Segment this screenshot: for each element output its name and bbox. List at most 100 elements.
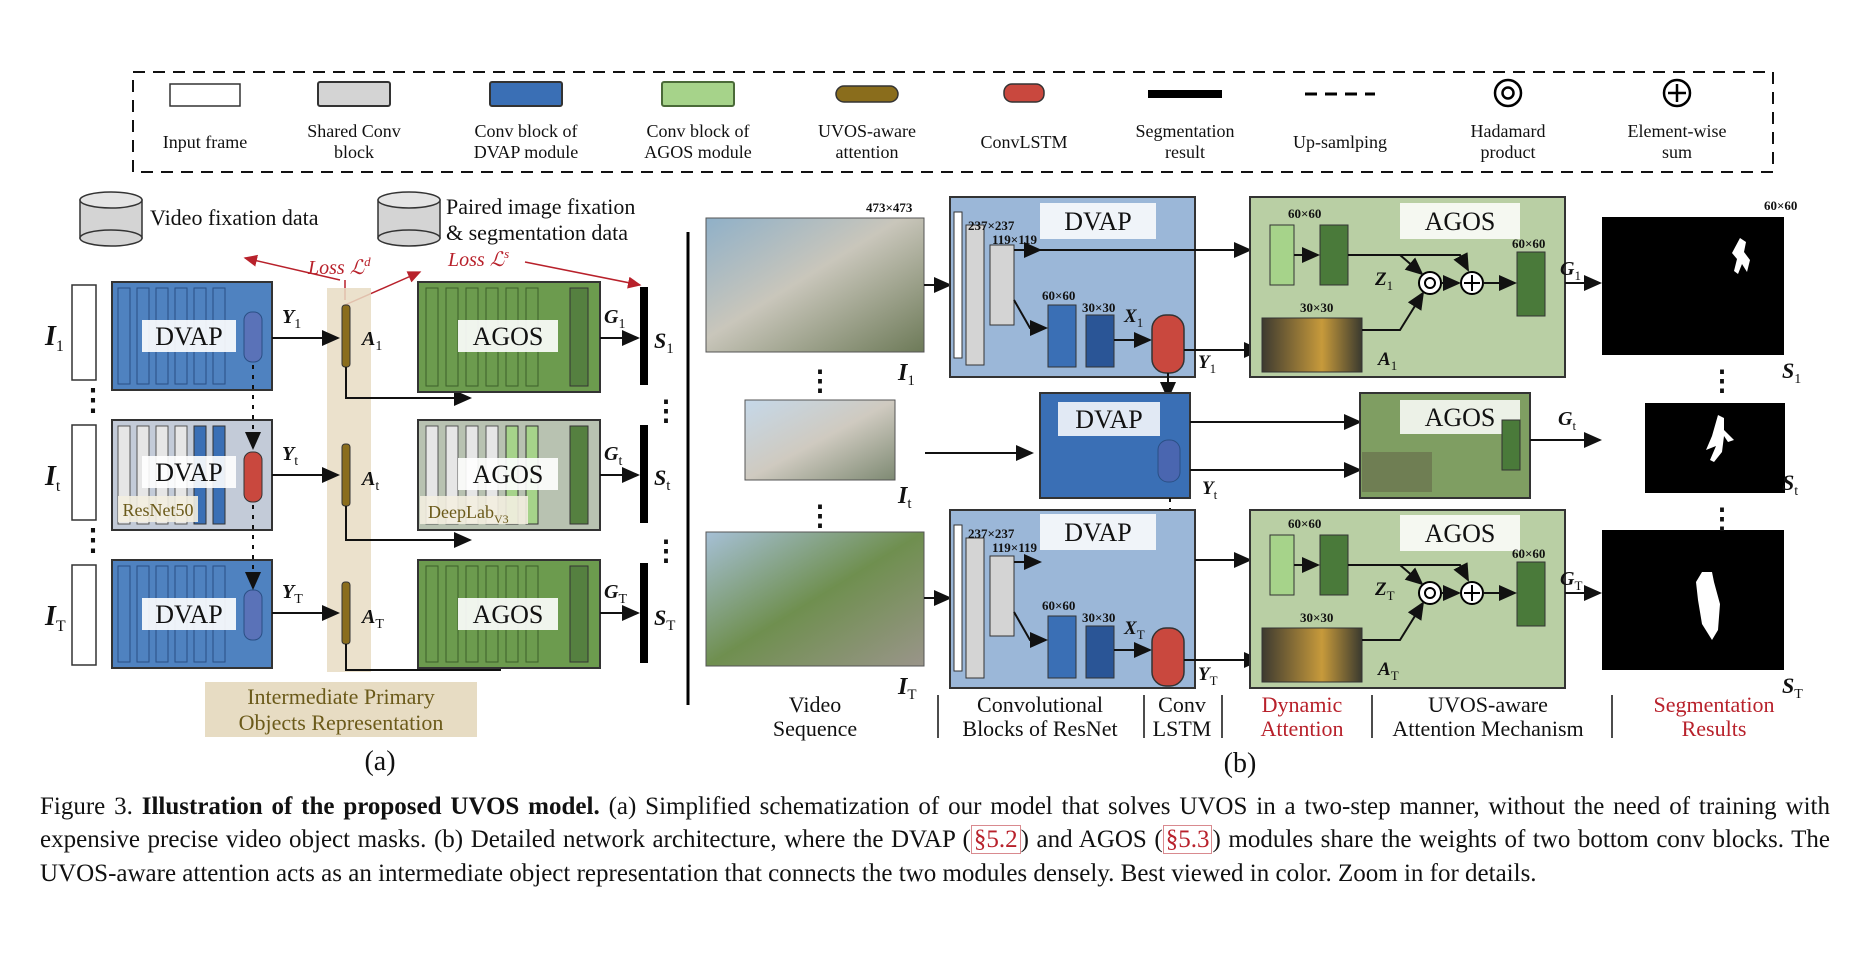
- legend-label-seg: Segmentation: [1136, 121, 1235, 141]
- seg-mask-t: [1706, 415, 1734, 462]
- dvap-block-1: DVAP: [111, 281, 273, 391]
- loss-s-label: Loss ℒs: [447, 246, 509, 271]
- dvap-block-t: DVAP ResNet50: [111, 419, 273, 531]
- label-conv2: Conv: [1158, 692, 1206, 717]
- seg-size-label: 60×60: [1764, 198, 1797, 213]
- section-ref-link[interactable]: §5.3: [1162, 825, 1213, 855]
- agos-block-t: AGOS DeepLabV3: [417, 419, 601, 531]
- video-fixation-label: Video fixation data: [150, 205, 319, 230]
- gtb-label: Gt: [1558, 408, 1576, 433]
- caption-text-3: ) modules share the weights of two botto…: [40, 826, 1831, 887]
- at-to-agos: [345, 506, 472, 548]
- label-blocks: Blocks of ResNet: [962, 716, 1117, 741]
- panel-a-label: (a): [364, 746, 395, 777]
- size-60: 60×60: [1288, 206, 1321, 221]
- panel-a: Video fixation data Paired image fixatio…: [44, 191, 680, 777]
- y1-label: Y1: [282, 306, 301, 332]
- agos-mid-title: AGOS: [1425, 403, 1496, 432]
- stb-label: St: [1782, 470, 1798, 499]
- seg-output-T: [1602, 530, 1784, 670]
- panel-b-label: (b): [1224, 748, 1257, 779]
- legend-label-shared: Shared Conv: [307, 121, 401, 141]
- agos-title-1: AGOS: [473, 322, 544, 351]
- attention-at: [341, 443, 351, 507]
- dvap-title-T: DVAP: [155, 600, 222, 629]
- dvap-top-title: DVAP: [1064, 207, 1131, 236]
- ytb-label: Yt: [1202, 478, 1218, 502]
- attention-map-bottom: [1261, 627, 1363, 683]
- seg-result-1: [640, 287, 648, 385]
- label-mechanism: Attention Mechanism: [1392, 716, 1583, 741]
- resnet-label: ResNet50: [123, 500, 194, 520]
- size-237: 237×237: [968, 218, 1015, 233]
- b-input-label-1: I1: [897, 360, 915, 389]
- agos-title-t: AGOS: [473, 460, 544, 489]
- legend-label-hadamard: Hadamard: [1471, 121, 1546, 141]
- legend-swatch-seg: [1148, 90, 1222, 98]
- legend-swatch-convlstm: [1003, 83, 1045, 103]
- database-icon: [79, 191, 143, 247]
- agos-block-T: AGOS: [417, 559, 601, 669]
- size-237: 237×237: [968, 526, 1015, 541]
- figure-caption: Figure 3. Illustration of the proposed U…: [40, 790, 1830, 890]
- legend-label-sum: Element-wise: [1628, 121, 1727, 141]
- sTb-label: ST: [1782, 673, 1803, 702]
- size-60: 60×60: [1288, 516, 1321, 531]
- legend-swatch-agos: [661, 81, 735, 107]
- caption-text-1: (a) Simplified schematization of our mod…: [40, 793, 1830, 854]
- agos-top-title: AGOS: [1425, 207, 1496, 236]
- ellipsis-dots: ⋮: [806, 366, 834, 397]
- legend-frame: [132, 71, 1774, 173]
- size-30: 30×30: [1300, 300, 1333, 315]
- legend-label-dvap-2: DVAP module: [474, 142, 579, 162]
- agos-module-bottom: AGOS 60×60 30×30 AT ZT 60×60: [1249, 509, 1566, 689]
- ellipsis-dots: ⋮: [652, 536, 680, 567]
- size-30: 30×30: [1300, 610, 1333, 625]
- hadamard-icon: [1418, 581, 1442, 605]
- legend-label-seg-2: result: [1165, 142, 1205, 162]
- g1b-label: G1: [1560, 258, 1581, 283]
- attention-a1: [341, 304, 351, 368]
- size-30: 30×30: [1082, 610, 1115, 625]
- intermediate-label-2: Objects Representation: [239, 710, 444, 735]
- loss-d-arrow-left: [243, 254, 341, 281]
- paired-fixation-label: Paired image fixation: [446, 194, 635, 219]
- section-ref-link[interactable]: §5.2: [970, 825, 1021, 855]
- hadamard-icon: [1493, 78, 1523, 108]
- label-sequence: Sequence: [773, 716, 857, 741]
- gt-label: Gt: [604, 443, 622, 469]
- ellipsis-dots: ⋮: [806, 501, 834, 532]
- legend-label-agos: Conv block of: [647, 121, 750, 141]
- agos-module-mid: AGOS: [1359, 392, 1531, 499]
- yT-label: YT: [282, 581, 303, 607]
- s1-label: S1: [654, 328, 674, 357]
- label-segmentation: Segmentation: [1654, 692, 1775, 717]
- sT-label: ST: [654, 605, 675, 634]
- convlstm-bottom: [1151, 627, 1185, 687]
- size-119: 119×119: [992, 540, 1037, 555]
- convlstm-top: [1151, 314, 1185, 374]
- legend-label-attention-2: attention: [836, 142, 899, 162]
- ellipsis-dots: ⋮: [78, 524, 108, 557]
- database-icon: [377, 191, 441, 247]
- input-photo-T: [705, 531, 925, 667]
- paired-segmentation-label: & segmentation data: [446, 220, 628, 245]
- ellipsis-dots: ⋮: [652, 396, 680, 427]
- legend-label-sum-2: sum: [1662, 142, 1692, 162]
- label-uvos: UVOS-aware: [1428, 692, 1548, 717]
- seg-output-1: [1602, 217, 1784, 355]
- input-frame-T: [71, 564, 97, 666]
- seg-output-t: [1645, 403, 1785, 493]
- legend-label-upsample: Up-samlping: [1293, 132, 1387, 152]
- input-label-T: IT: [44, 601, 66, 635]
- agos-module-top: AGOS 60×60 30×30 A1 Z1 60×60: [1249, 196, 1566, 378]
- legend-label-attention: UVOS-aware: [818, 121, 916, 141]
- hadamard-icon: [1418, 271, 1442, 295]
- loss-d-label: Loss ℒd: [307, 254, 371, 279]
- dvap-title-t: DVAP: [155, 458, 222, 487]
- legend-swatch-shared: [317, 81, 391, 107]
- yTb-label: YT: [1198, 664, 1218, 688]
- figure-diagram: Input frame Shared Conv block Conv block…: [44, 71, 1803, 779]
- legend-swatch-dvap: [489, 81, 563, 107]
